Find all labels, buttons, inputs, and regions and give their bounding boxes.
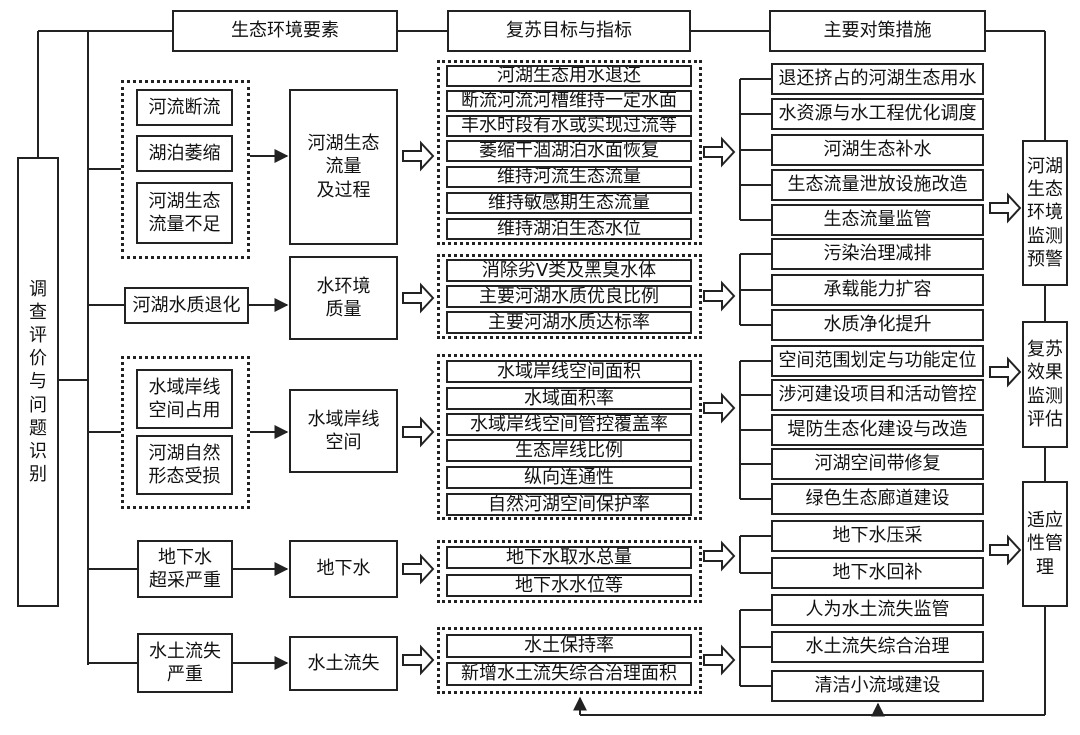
indicator-group-1	[437, 60, 702, 245]
measure-item: 人为水土流失监管	[771, 594, 984, 626]
element-groundwater: 地下水	[289, 540, 398, 598]
problem-group-1	[121, 80, 250, 259]
hollow-arrow	[703, 644, 736, 676]
element-ecological-flow: 河湖生态 流量 及过程	[289, 89, 398, 245]
measure-item: 污染治理减排	[771, 238, 984, 270]
element-soil-erosion: 水土流失	[289, 636, 398, 691]
problem-lake-shrink: 湖泊萎缩	[136, 135, 233, 172]
indicator-item: 维持河流生态流量	[446, 166, 692, 188]
indicator-item: 水域面积率	[446, 387, 692, 410]
indicator-item: 地下水取水总量	[446, 546, 692, 569]
monitoring-early-warning: 河湖 生态 环境 监测 预警	[1022, 140, 1068, 286]
measure-item: 生态流量泄放设施改造	[771, 169, 984, 201]
hollow-arrow	[703, 280, 736, 312]
indicator-item: 水域岸线空间管控覆盖率	[446, 413, 692, 436]
measure-item: 水质净化提升	[771, 309, 984, 341]
indicator-item: 新增水土流失综合治理面积	[446, 662, 692, 686]
hollow-arrow	[989, 534, 1022, 566]
problem-river-cutoff: 河流断流	[136, 89, 233, 126]
investigation-box: 调 查 评 价 与 问 题 识 别	[17, 157, 59, 607]
indicator-item: 主要河湖水质优良比例	[446, 285, 692, 308]
measure-item: 河湖空间带修复	[771, 448, 984, 480]
effect-evaluation: 复苏 效果 监测 评估	[1022, 321, 1068, 448]
hollow-arrow	[402, 553, 435, 585]
hollow-arrow	[402, 416, 435, 448]
indicator-item: 河湖生态用水退还	[446, 65, 692, 87]
indicator-item: 萎缩干涸湖泊水面恢复	[446, 140, 692, 162]
measure-item: 清洁小流域建设	[771, 670, 984, 702]
problem-soil-erosion: 水土流失 严重	[137, 633, 233, 693]
hollow-arrow	[402, 282, 435, 314]
problem-natural-form-damaged: 河湖自然 形态受损	[136, 435, 233, 495]
indicator-item: 地下水水位等	[446, 574, 692, 597]
header-ecological-elements: 生态环境要素	[172, 10, 398, 52]
problem-shoreline-occupation: 水域岸线 空间占用	[136, 369, 233, 429]
measure-item: 地下水压采	[771, 520, 984, 552]
header-main-measures: 主要对策措施	[769, 10, 986, 52]
problem-group-3	[121, 356, 250, 509]
indicator-item: 水域岸线空间面积	[446, 360, 692, 383]
indicator-group-2	[437, 254, 702, 339]
indicator-item: 断流河流河槽维持一定水面	[446, 90, 692, 112]
indicator-item: 生态岸线比例	[446, 439, 692, 462]
element-shoreline-space: 水域岸线 空间	[289, 389, 398, 473]
problem-groundwater-overdraft: 地下水 超采严重	[137, 540, 233, 598]
hollow-arrow	[703, 392, 736, 424]
header-restoration-targets: 复苏目标与指标	[447, 10, 691, 52]
indicator-item: 主要河湖水质达标率	[446, 311, 692, 334]
measure-item: 涉河建设项目和活动管控	[771, 379, 984, 411]
hollow-arrow	[703, 540, 736, 572]
hollow-arrow	[703, 136, 736, 168]
measure-item: 承载能力扩容	[771, 274, 984, 306]
indicator-item: 维持敏感期生态流量	[446, 192, 692, 214]
measure-item: 河湖生态补水	[771, 134, 984, 166]
hollow-arrow	[402, 644, 435, 676]
measure-item: 水资源与水工程优化调度	[771, 98, 984, 130]
indicator-item: 消除劣Ⅴ类及黑臭水体	[446, 259, 692, 282]
problem-flow-insufficient: 河湖生态 流量不足	[136, 182, 233, 244]
indicator-item: 纵向连通性	[446, 466, 692, 489]
hollow-arrow	[989, 192, 1022, 224]
indicator-item: 维持湖泊生态水位	[446, 218, 692, 240]
measure-item: 生态流量监管	[771, 204, 984, 236]
problem-water-quality: 河湖水质退化	[124, 287, 249, 324]
indicator-group-3	[437, 354, 702, 520]
indicator-item: 丰水时段有水或实现过流等	[446, 115, 692, 137]
measure-item: 空间范围划定与功能定位	[771, 345, 984, 377]
measure-item: 退还挤占的河湖生态用水	[771, 63, 984, 95]
indicator-group-5	[437, 627, 702, 694]
hollow-arrow	[989, 356, 1022, 388]
measure-item: 水土流失综合治理	[771, 631, 984, 663]
adaptive-management: 适应 性管 理	[1022, 481, 1068, 607]
hollow-arrow	[402, 140, 435, 172]
indicator-item: 水土保持率	[446, 634, 692, 658]
measure-item: 绿色生态廊道建设	[771, 483, 984, 515]
indicator-item: 自然河湖空间保护率	[446, 493, 692, 516]
indicator-group-4	[437, 540, 702, 603]
measure-item: 地下水回补	[771, 557, 984, 589]
element-water-environment: 水环境 质量	[289, 256, 398, 340]
measure-item: 堤防生态化建设与改造	[771, 414, 984, 446]
